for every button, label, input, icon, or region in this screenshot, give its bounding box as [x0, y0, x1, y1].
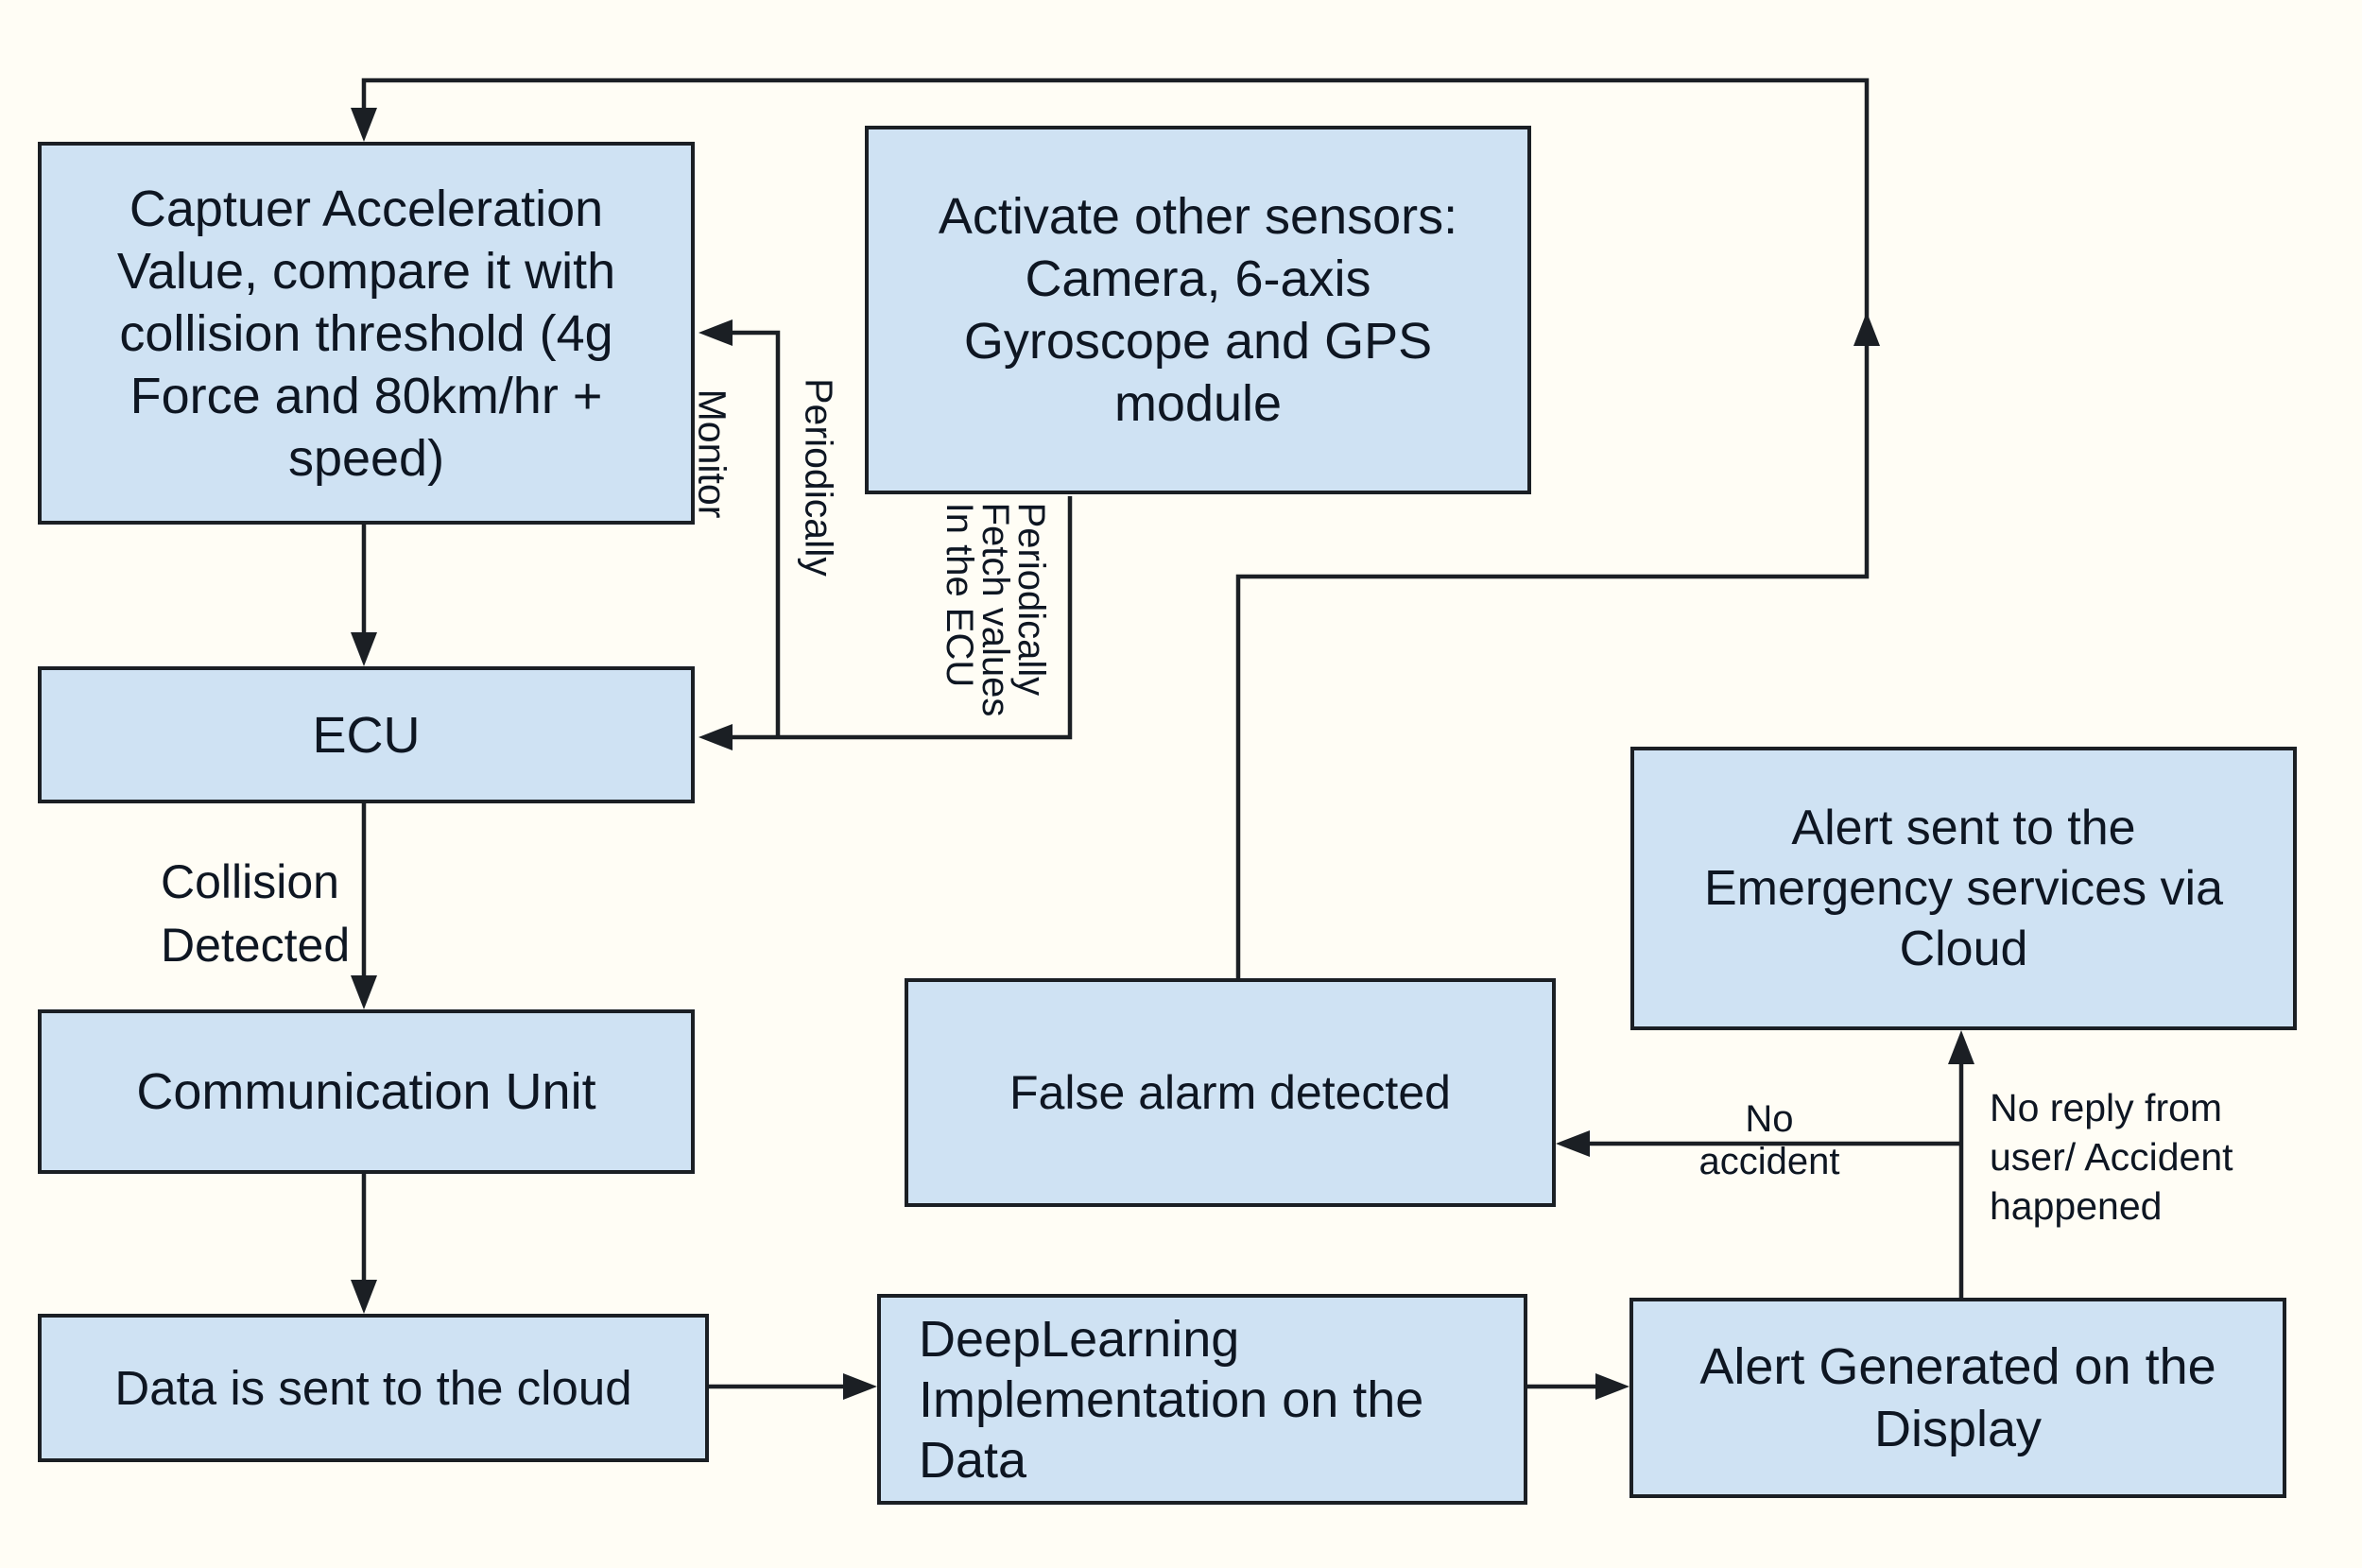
arrow-alert-display-to-alert-sent — [1948, 1030, 1974, 1298]
node-ecu-label: ECU — [312, 706, 421, 764]
node-activate-line: Activate other sensors: — [938, 188, 1458, 245]
node-alert-sent-line: Alert sent to the — [1791, 801, 2136, 855]
node-capture-line: collision threshold (4g — [119, 304, 613, 362]
arrow-capture-to-ecu — [351, 525, 377, 666]
edge-label-periodically: Periodically — [797, 378, 841, 577]
node-capture-line: Value, compare it with — [116, 242, 616, 300]
node-alert-generated-display: Alert Generated on the Display — [1629, 1298, 2286, 1498]
node-activate-line: Camera, 6-axis — [1025, 250, 1371, 307]
node-alert-sent-line: Cloud — [1899, 922, 2028, 976]
node-activate-line: Gyroscope and GPS — [963, 313, 1433, 370]
node-capture-line: speed) — [287, 429, 445, 487]
node-alert-display-line: Display — [1873, 1401, 2043, 1457]
node-activate-sensors: Activate other sensors: Camera, 6-axis G… — [865, 126, 1531, 494]
node-comm-label: Communication Unit — [136, 1063, 596, 1120]
arrow-false-alarm-feedback-loop — [351, 78, 1880, 978]
node-data-label: Data is sent to the cloud — [114, 1360, 632, 1415]
arrow-data-to-deep — [709, 1373, 877, 1400]
node-alert-sent-line: Emergency services via — [1703, 861, 2224, 916]
node-capture-line: Captuer Acceleration — [129, 180, 604, 237]
node-capture-line: Force and 80km/hr + — [129, 367, 603, 424]
edge-label-no-reply: No reply from user/ Accident happened — [1990, 1086, 2233, 1228]
arrow-activate-to-ecu — [698, 496, 1073, 750]
edge-label-monitor: Monitor — [690, 388, 734, 519]
node-deep-line: DeepLearning — [919, 1310, 1240, 1368]
arrow-no-accident — [1556, 1130, 1961, 1157]
node-ecu: ECU — [38, 666, 695, 803]
node-deep-line: Data — [919, 1431, 1027, 1489]
arrow-ecu-to-comm — [351, 803, 377, 1009]
arrow-deep-to-alert-display — [1527, 1373, 1629, 1400]
node-communication-unit: Communication Unit — [38, 1009, 695, 1174]
edge-label-no-accident: No accident — [1698, 1098, 1840, 1182]
arrow-monitor-loop — [698, 319, 781, 737]
node-alert-sent-emergency: Alert sent to the Emergency services via… — [1630, 747, 2297, 1030]
node-capture-acceleration: Captuer Acceleration Value, compare it w… — [38, 142, 695, 525]
node-data-sent-cloud: Data is sent to the cloud — [38, 1314, 709, 1462]
node-false-alarm-label: False alarm detected — [1009, 1066, 1451, 1119]
node-alert-display-line: Alert Generated on the — [1699, 1338, 2216, 1395]
arrow-comm-to-data — [351, 1174, 377, 1314]
node-deep-learning: DeepLearning Implementation on the Data — [877, 1294, 1527, 1505]
edge-label-periodically-fetch-values: Periodically Fetch values In the ECU — [939, 502, 1052, 717]
node-activate-line: module — [1113, 375, 1283, 432]
edge-label-collision-detected: Collision Detected — [161, 855, 351, 972]
node-deep-line: Implementation on the — [919, 1370, 1424, 1428]
node-false-alarm: False alarm detected — [905, 978, 1556, 1207]
